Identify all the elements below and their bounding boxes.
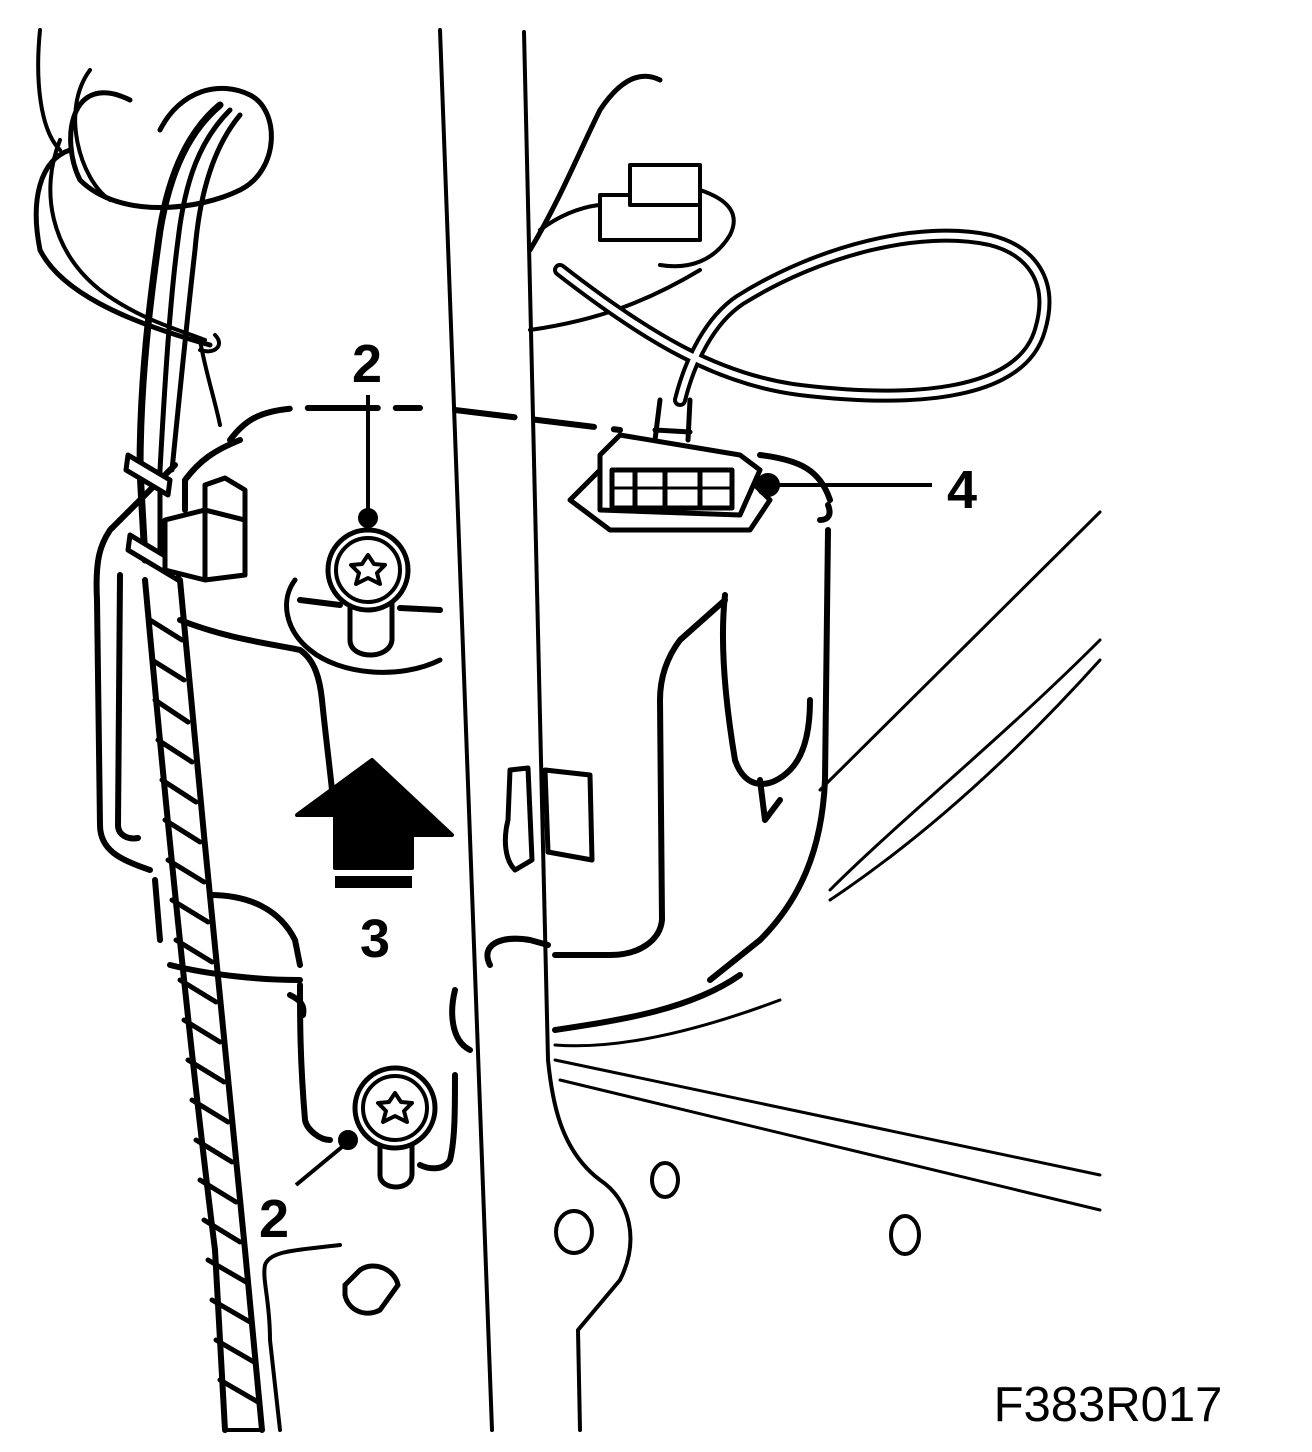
lower-bracket-outline xyxy=(262,1243,342,1432)
locating-peg xyxy=(342,1263,401,1316)
screw-top xyxy=(284,527,443,675)
pillar-left xyxy=(438,28,494,1432)
callout-direction-arrow: 3 xyxy=(360,909,390,969)
callout-connector: 4 xyxy=(947,460,977,520)
body-panel-lines xyxy=(553,510,1102,1212)
direction-arrow xyxy=(295,758,454,888)
screw-bottom xyxy=(352,1065,438,1190)
module-housing xyxy=(93,405,833,1172)
leader-lines xyxy=(294,395,932,1187)
panel-holes xyxy=(554,1161,921,1256)
hole-1 xyxy=(650,1161,680,1199)
wiring-harness-left xyxy=(33,28,274,1433)
retaining-clip xyxy=(502,765,595,873)
hole-3 xyxy=(554,1209,594,1255)
hole-2 xyxy=(889,1214,921,1256)
upper-cable-harness xyxy=(527,73,1052,443)
connector xyxy=(567,432,773,533)
callout-screw-bottom: 2 xyxy=(259,1189,289,1249)
harness-clip xyxy=(162,475,248,583)
callout-screw-top: 2 xyxy=(352,334,382,394)
figure-code: F383R017 xyxy=(994,1378,1223,1432)
pillar-right xyxy=(522,30,633,1432)
